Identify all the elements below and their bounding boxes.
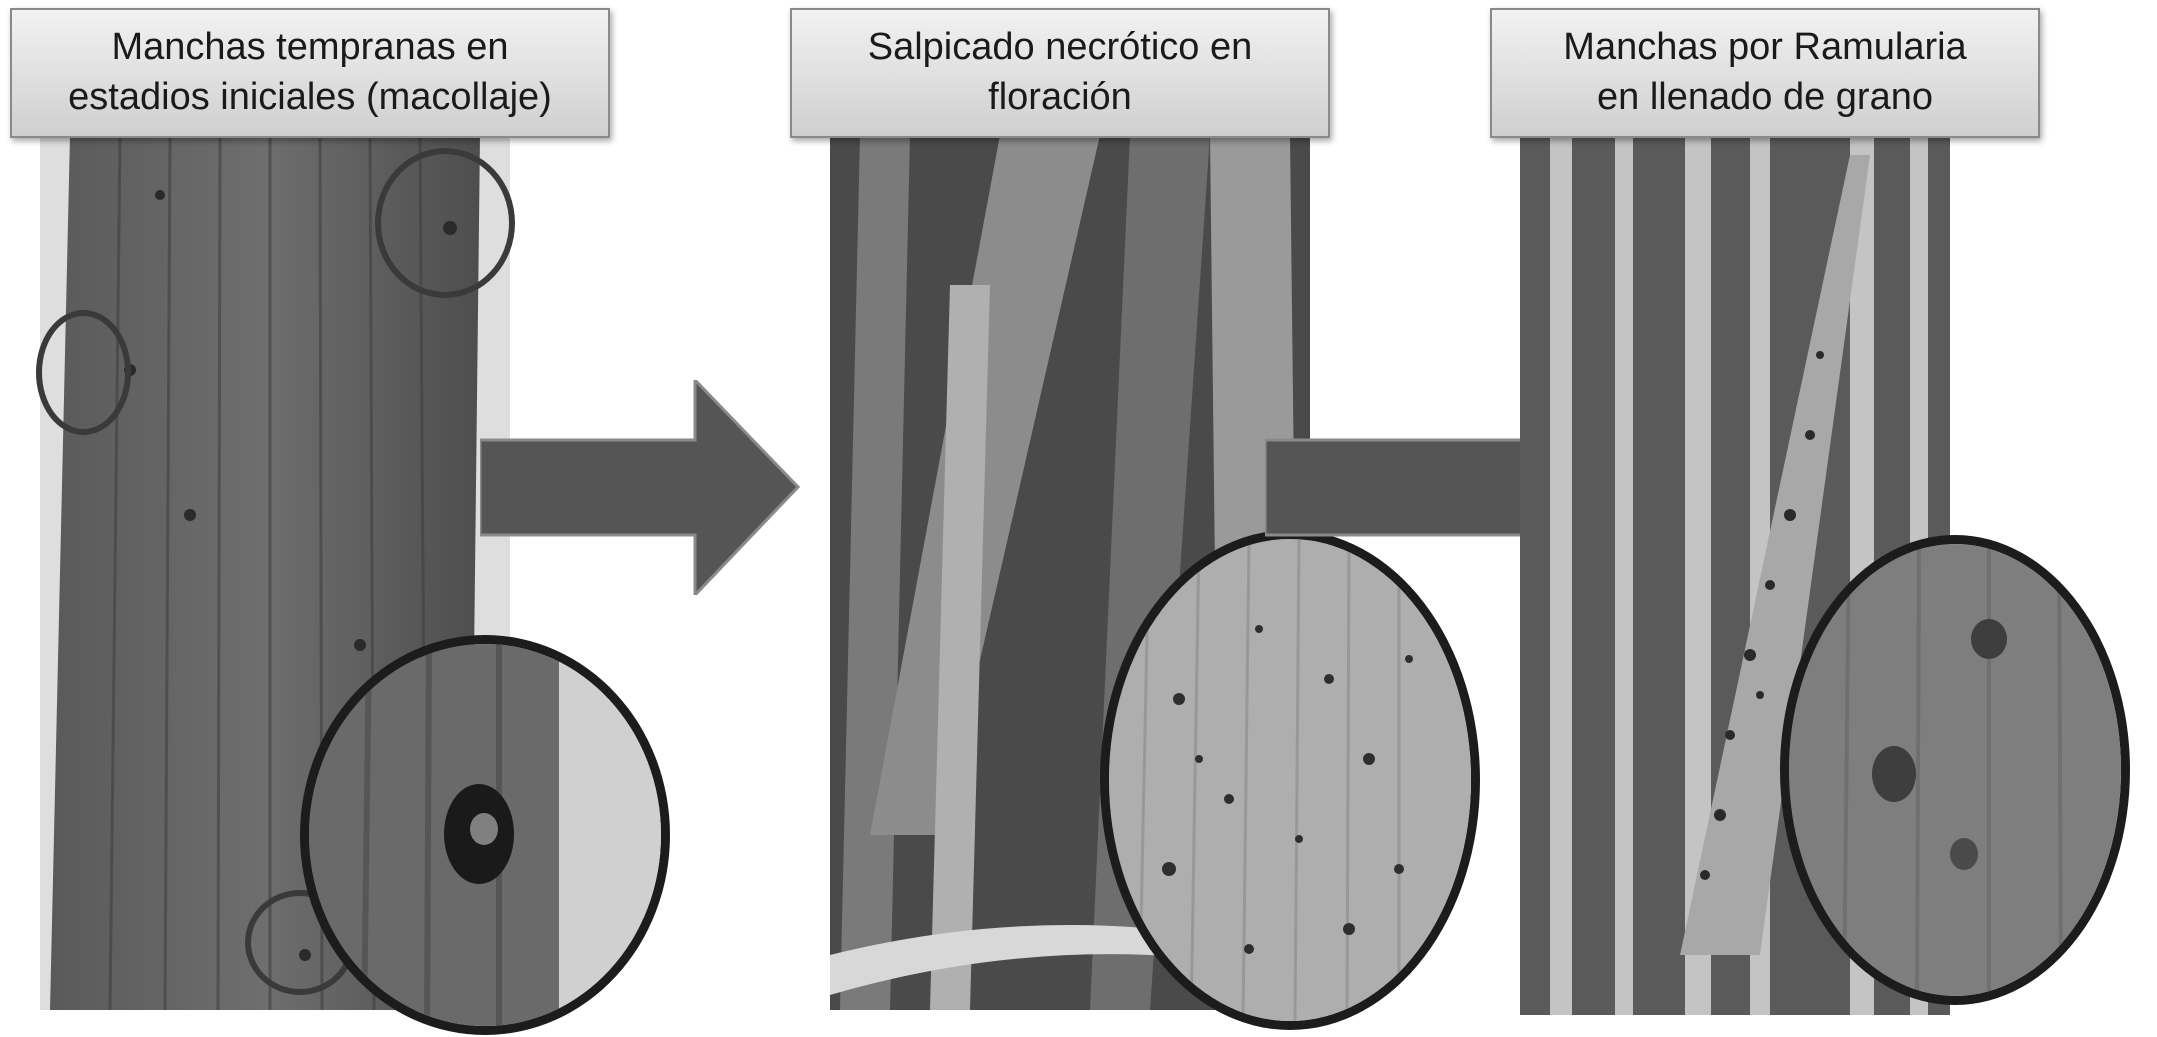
stage-label-line2: floración [988, 76, 1132, 118]
stage-label-tillering: Manchas tempranas en estadios iniciales … [10, 8, 610, 138]
stage-label-line1: Manchas tempranas en [111, 26, 509, 68]
progression-arrow [480, 380, 800, 595]
zoom-lesion-early [300, 635, 670, 1035]
stage-label-line1: Manchas por Ramularia [1563, 26, 1967, 68]
stage-label-line2: estadios iniciales (macollaje) [68, 76, 552, 118]
stage-label-grain-filling: Manchas por Ramularia en llenado de gran… [1490, 8, 2040, 138]
stage-label-flowering: Salpicado necrótico en floración [790, 8, 1330, 138]
zoom-necrotic-speckle [1100, 530, 1480, 1030]
stage-label-line2: en llenado de grano [1597, 76, 1933, 118]
lesion-marker-circle [36, 310, 131, 435]
lesion-marker-circle [375, 148, 515, 298]
stage-label-line1: Salpicado necrótico en [867, 26, 1253, 68]
zoom-ramularia-spots [1780, 535, 2130, 1005]
